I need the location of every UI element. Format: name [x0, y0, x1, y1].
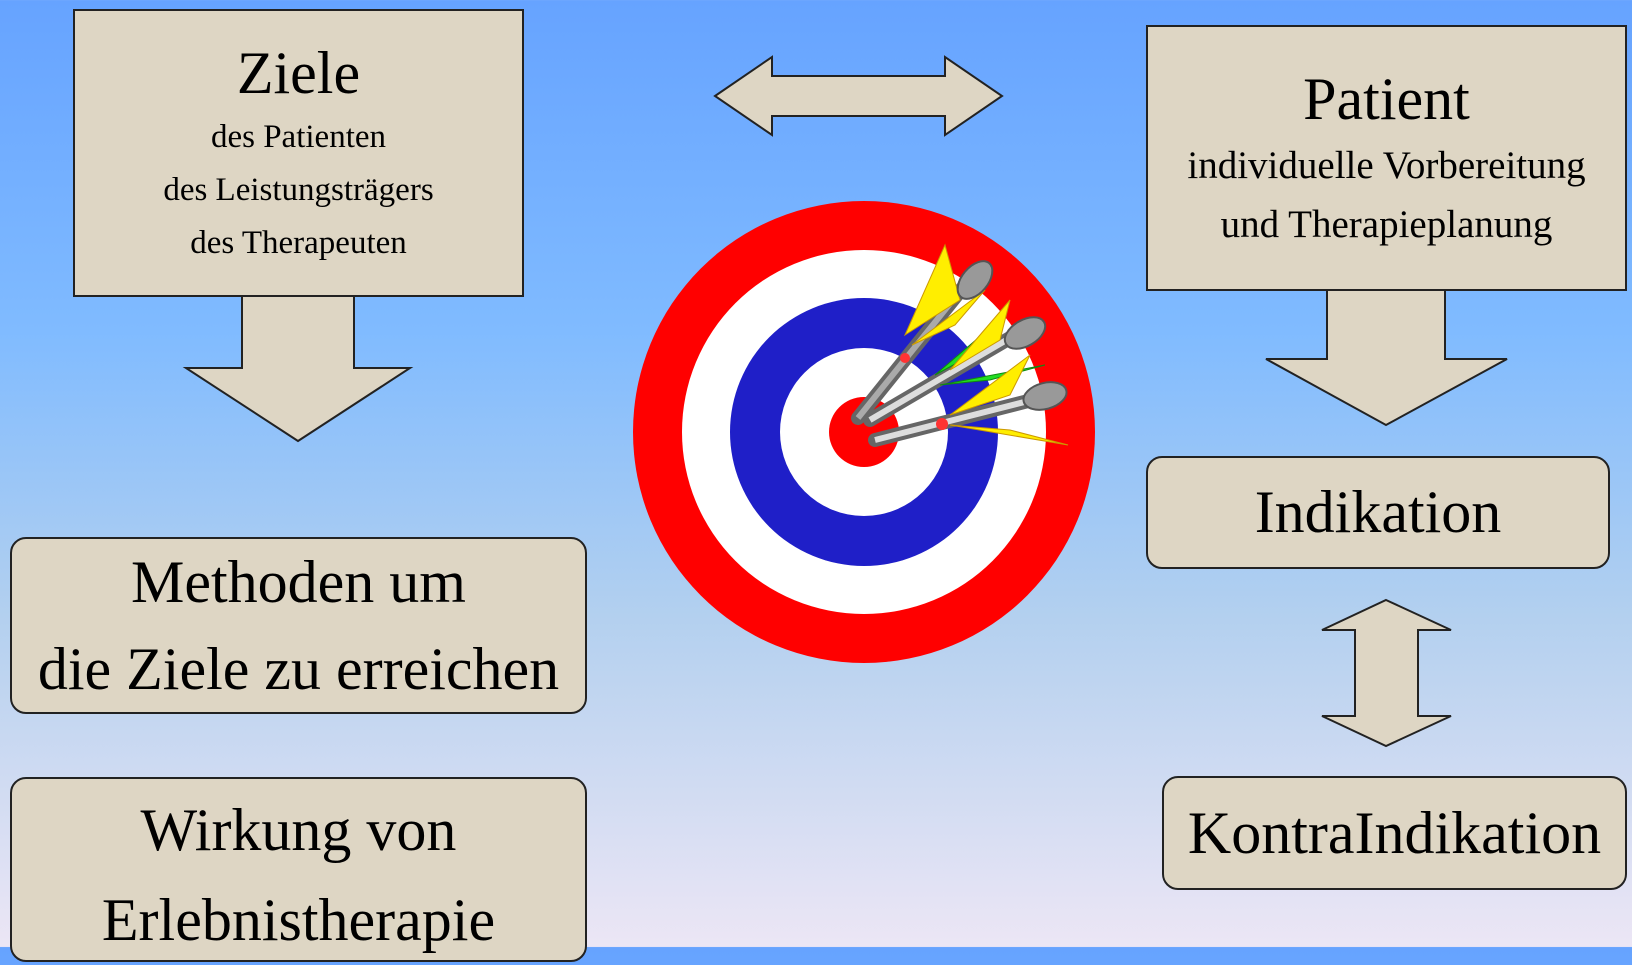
- contraindication-label: KontraIndikation: [1187, 799, 1602, 866]
- goals-line-provider: des Leistungsträgers: [163, 172, 434, 209]
- goals-line-patient: des Patienten: [210, 119, 387, 156]
- arrow-down-patient: [1265, 289, 1508, 427]
- methods-line-1: Methoden um: [131, 548, 466, 615]
- effect-line-1: Wirkung von: [140, 797, 457, 863]
- contraindication-box: KontraIndikation: [1162, 776, 1627, 890]
- indication-box: Indikation: [1146, 456, 1610, 569]
- methods-box: Methoden um die Ziele zu erreichen: [10, 537, 587, 714]
- patient-line-planning: und Therapieplanung: [1220, 202, 1553, 246]
- goals-title: Ziele: [236, 40, 361, 107]
- goals-box: Ziele des Patienten des Leistungsträgers…: [73, 9, 524, 297]
- arrow-down-goals: [182, 295, 414, 443]
- patient-line-preparation: individuelle Vorbereitung: [1187, 144, 1586, 187]
- patient-title: Patient: [1303, 66, 1470, 132]
- goals-line-therapist: des Therapeuten: [190, 224, 407, 261]
- double-arrow-horizontal: [713, 55, 1004, 137]
- double-arrow-vertical: [1321, 598, 1452, 748]
- methods-line-2: die Ziele zu erreichen: [37, 635, 560, 702]
- patient-box: Patient individuelle Vorbereitung und Th…: [1146, 25, 1627, 291]
- darts-icon: [851, 243, 1069, 447]
- effect-box: Wirkung von Erlebnistherapie: [10, 777, 587, 962]
- effect-line-2: Erlebnistherapie: [101, 887, 496, 953]
- target-icon: [633, 201, 1095, 663]
- indication-label: Indikation: [1254, 479, 1502, 545]
